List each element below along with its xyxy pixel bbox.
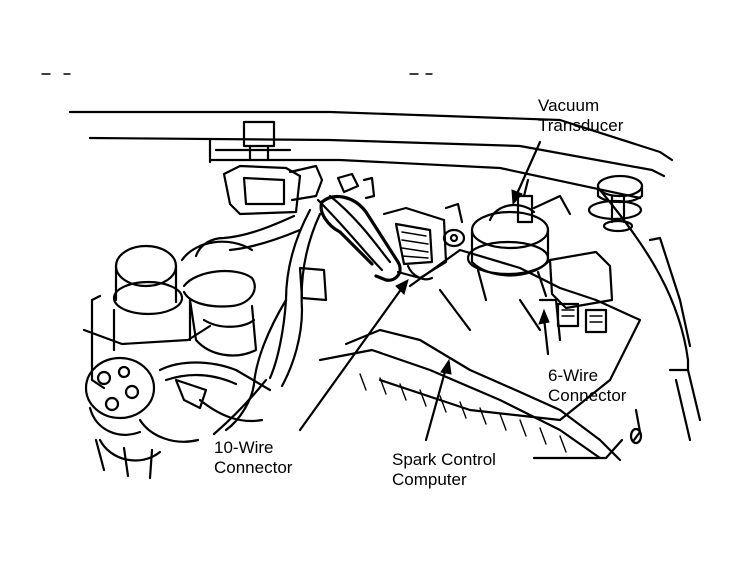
- arrowhead-spark-control: [440, 358, 452, 375]
- label-vacuum-transducer-line2: Transducer: [538, 116, 624, 135]
- right-fender: [598, 188, 690, 372]
- distributor-assembly: [82, 244, 212, 462]
- ground-terminal: [629, 408, 643, 445]
- label-spark-control-computer: Spark Control Computer: [392, 450, 496, 490]
- leader-lines: [298, 140, 624, 460]
- leader-spark-control-underline: [532, 438, 624, 460]
- spark-control-computer-housing: [318, 248, 642, 462]
- lower-cables: [94, 361, 272, 480]
- leader-spark-control: [424, 366, 448, 442]
- strut-mount: [587, 174, 644, 233]
- label-vacuum-transducer: Vacuum Transducer: [538, 96, 623, 136]
- arrowhead-six-wire: [538, 308, 550, 325]
- ten-wire-connector-body: [319, 194, 448, 282]
- leader-vacuum-transducer: [514, 140, 542, 198]
- hose-clamps: [180, 240, 258, 357]
- upper-left-connectors: [222, 164, 376, 216]
- label-spark-control-computer-line2: Computer: [392, 470, 467, 489]
- arrowhead-vacuum-transducer: [511, 189, 523, 206]
- label-ten-wire-connector-line1: 10-Wire: [214, 438, 274, 457]
- hood-latch: [242, 120, 276, 162]
- leader-ten-wire: [298, 286, 404, 432]
- label-six-wire-connector-line2: Connector: [548, 386, 627, 405]
- wiring-harness: [194, 194, 392, 436]
- vacuum-transducer-body: [466, 178, 572, 302]
- cowl-panel: [68, 110, 674, 200]
- fender-lip: [648, 236, 692, 348]
- label-ten-wire-connector-line2: Connector: [214, 458, 293, 477]
- label-vacuum-transducer-line1: Vacuum: [538, 96, 600, 115]
- arrowhead-ten-wire: [395, 279, 409, 295]
- label-spark-control-computer-line1: Spark Control: [392, 450, 496, 469]
- six-wire-connector-body: [538, 250, 614, 342]
- label-ten-wire-connector: 10-Wire Connector: [214, 438, 292, 478]
- mounting-bracket: [442, 202, 466, 248]
- label-six-wire-connector-line1: 6-Wire: [548, 366, 599, 385]
- fender-bottom: [674, 368, 702, 442]
- leader-six-wire: [542, 316, 550, 356]
- label-six-wire-connector: 6-Wire Connector: [548, 366, 626, 406]
